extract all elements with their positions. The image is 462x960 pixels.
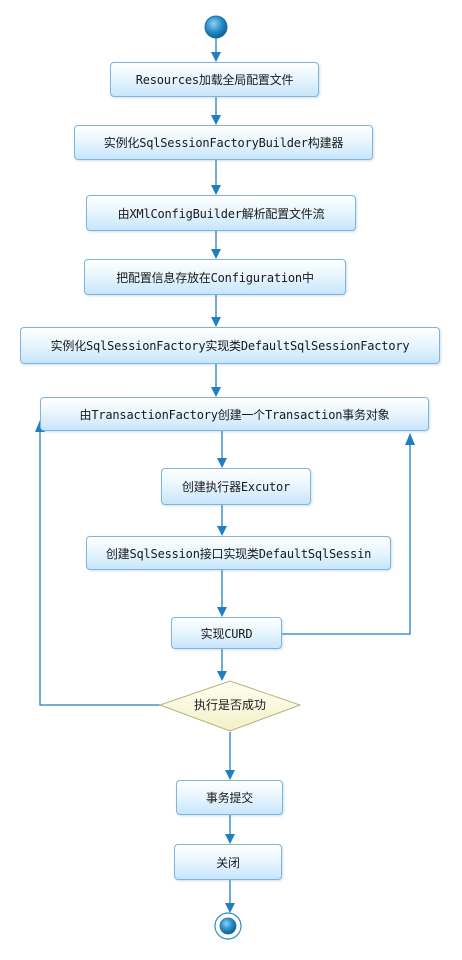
arrowhead-step6 — [211, 387, 221, 397]
step-commit-label: 事务提交 — [205, 791, 254, 805]
step-curd: 实现CURD — [171, 617, 282, 649]
arrowhead-decision — [217, 671, 227, 681]
step-store-configuration-label: 把配置信息存放在Configuration中 — [116, 270, 314, 285]
arrowhead-step2 — [211, 115, 221, 125]
arrowhead-step7 — [217, 458, 227, 468]
arrowhead-loop-right — [405, 433, 415, 445]
arrowhead-step8 — [217, 526, 227, 536]
start-node — [204, 15, 228, 39]
decision-diamond — [158, 680, 302, 732]
step-create-executor: 创建执行器Excutor — [161, 468, 311, 505]
step-create-sqlsession: 创建SqlSession接口实现类DefaultSqlSessin — [86, 536, 391, 570]
step-instantiate-factory: 实例化SqlSessionFactory实现类DefaultSqlSession… — [20, 327, 440, 364]
step-parse-config-label: 由XMlConfigBuilder解析配置文件流 — [117, 206, 325, 221]
arrowhead-end — [225, 903, 235, 913]
connector-step9-loop-right — [282, 443, 411, 635]
step-curd-label: 实现CURD — [200, 626, 253, 641]
step-load-config: Resources加载全局配置文件 — [110, 62, 319, 97]
step-commit: 事务提交 — [176, 780, 283, 815]
arrowhead-step5 — [211, 317, 221, 327]
arrowhead-step11 — [225, 834, 235, 844]
step-instantiate-builder-label: 实例化SqlSessionFactoryBuilder构建器 — [103, 136, 344, 150]
step-close-label: 关闭 — [216, 855, 240, 870]
step-instantiate-factory-label: 实例化SqlSessionFactory实现类DefaultSqlSession… — [50, 339, 410, 353]
step-create-transaction-label: 由TransactionFactory创建一个Transaction事务对象 — [79, 407, 390, 422]
step-create-transaction: 由TransactionFactory创建一个Transaction事务对象 — [40, 397, 429, 431]
step-parse-config: 由XMlConfigBuilder解析配置文件流 — [86, 195, 356, 231]
end-node-inner — [219, 917, 237, 935]
connector-decision-loop-left — [39, 422, 160, 706]
step-load-config-label: Resources加载全局配置文件 — [135, 73, 294, 87]
step-instantiate-builder: 实例化SqlSessionFactoryBuilder构建器 — [74, 125, 373, 160]
decision-label: 执行是否成功 — [193, 697, 266, 712]
step-close: 关闭 — [174, 844, 282, 880]
arrowhead-step3 — [211, 185, 221, 195]
arrowhead-step9 — [217, 607, 227, 617]
arrowhead-step10 — [225, 770, 235, 780]
step-create-executor-label: 创建执行器Excutor — [181, 480, 291, 494]
arrowhead-step1 — [211, 52, 221, 62]
arrowhead-step4 — [211, 249, 221, 259]
step-create-sqlsession-label: 创建SqlSession接口实现类DefaultSqlSessin — [105, 546, 372, 561]
step-store-configuration: 把配置信息存放在Configuration中 — [84, 259, 346, 295]
